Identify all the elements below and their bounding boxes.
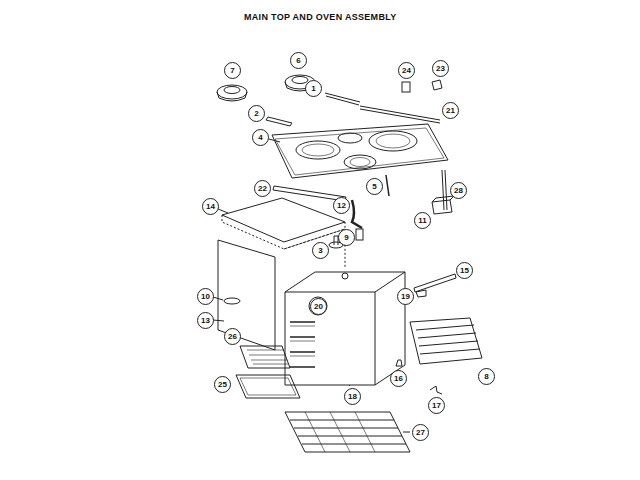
callout-number: 11: [414, 212, 431, 229]
clip: [432, 80, 442, 90]
diagram-title: MAIN TOP AND OVEN ASSEMBLY: [244, 12, 397, 22]
callout-number: 7: [224, 62, 241, 79]
callout-number: 2: [248, 105, 265, 122]
callout-number: 22: [254, 180, 271, 197]
clip: [402, 82, 410, 92]
callout-number: 14: [202, 198, 219, 215]
callout-number: 4: [252, 129, 269, 146]
callout-number: 13: [197, 312, 214, 329]
callout-number: 24: [398, 62, 415, 79]
oven-rack: [410, 318, 482, 364]
callout-number: 16: [390, 370, 407, 387]
callout-number: 28: [450, 182, 467, 199]
callout-number: 17: [428, 397, 445, 414]
bracket: [416, 290, 426, 297]
callout-number: 26: [224, 328, 241, 345]
callout-number: 19: [397, 288, 414, 305]
clip: [396, 360, 402, 366]
callout-number: 21: [442, 102, 459, 119]
leader-line: [218, 209, 228, 213]
leader-line: [213, 320, 224, 321]
callout-number: 15: [456, 262, 473, 279]
sensor: [356, 229, 363, 240]
tube: [352, 200, 362, 228]
callout-number: 20: [310, 298, 327, 315]
grommet: [224, 298, 240, 304]
callout-number: 18: [344, 388, 361, 405]
callout-number: 10: [197, 288, 214, 305]
bracket: [266, 117, 292, 126]
callout-number: 27: [412, 424, 429, 441]
broiler-pan: [236, 346, 300, 398]
leader-line: [349, 385, 350, 386]
leader-line: [403, 432, 410, 433]
callout-number: 1: [305, 80, 322, 97]
clip: [430, 386, 442, 394]
callout-number: 5: [366, 178, 383, 195]
trim-bar: [414, 274, 456, 292]
callout-number: 3: [312, 242, 329, 259]
oven-rack: [285, 412, 410, 452]
leader-line: [213, 297, 223, 300]
callout-number: 12: [333, 197, 350, 214]
insulation-blanket: [218, 198, 345, 350]
cooktop: [272, 124, 448, 178]
callout-number: 9: [338, 229, 355, 246]
leader-line: [269, 139, 280, 142]
pin: [386, 175, 389, 196]
trim-strip: [325, 93, 360, 105]
oven-cavity: [285, 272, 405, 385]
switch-box: [432, 196, 454, 214]
trim-rod: [442, 170, 447, 210]
callout-number: 23: [432, 60, 449, 77]
trim-strip: [360, 106, 440, 123]
callout-number: 6: [290, 52, 307, 69]
callout-number: 25: [214, 376, 231, 393]
callout-number: 8: [478, 368, 495, 385]
